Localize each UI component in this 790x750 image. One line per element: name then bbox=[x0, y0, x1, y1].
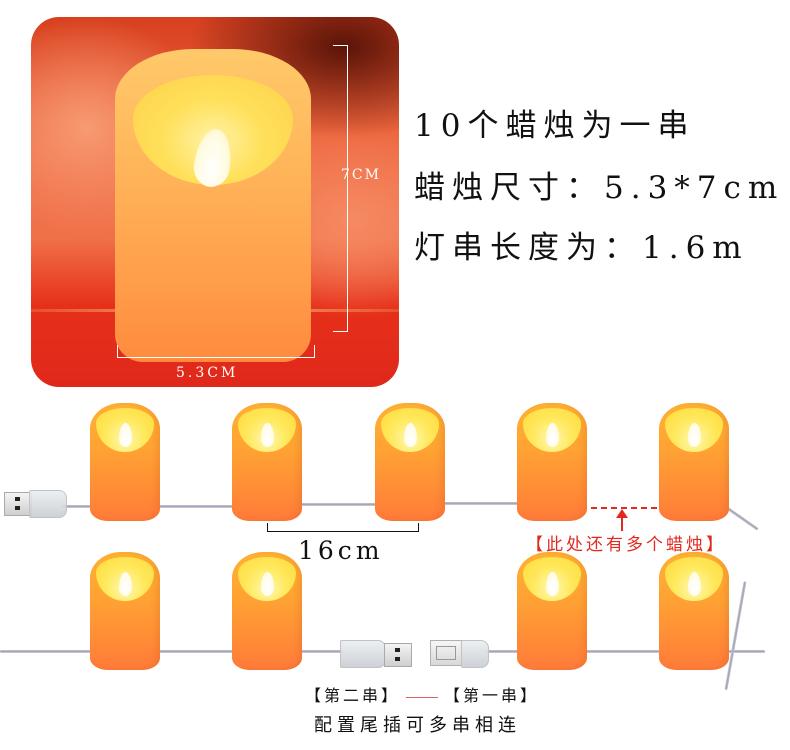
wire bbox=[298, 650, 343, 653]
spec-candles-per-string: 10个蜡烛为一串 bbox=[414, 108, 696, 144]
candle-icon bbox=[90, 403, 160, 521]
wire bbox=[0, 650, 95, 653]
wire bbox=[155, 505, 240, 508]
more-candles-dashed-line bbox=[591, 507, 657, 509]
candle-icon bbox=[375, 403, 445, 521]
arrow-shaft bbox=[621, 515, 623, 531]
usb-connector-body bbox=[340, 640, 386, 668]
height-dimension-line bbox=[347, 45, 348, 332]
wire bbox=[582, 650, 667, 653]
wire bbox=[155, 650, 240, 653]
usb-connector-body bbox=[29, 490, 67, 518]
height-dimension-bottom-tick bbox=[333, 331, 347, 332]
usb-socket-icon bbox=[430, 640, 462, 666]
wire bbox=[725, 650, 765, 653]
spacing-label: 16cm bbox=[298, 536, 384, 565]
config-note: 配置尾插可多串相连 bbox=[314, 715, 521, 736]
connection-note: 【第二串】 【第一串】 bbox=[305, 682, 539, 706]
candle-icon bbox=[517, 552, 587, 670]
usb-plug-icon bbox=[4, 492, 32, 516]
height-label: 7CM bbox=[341, 167, 381, 183]
wire bbox=[440, 502, 525, 505]
wire bbox=[724, 505, 759, 531]
connect-arrows-icon bbox=[400, 690, 444, 704]
hero-candle bbox=[115, 49, 311, 362]
candle-icon bbox=[232, 552, 302, 670]
candle-icon bbox=[659, 403, 729, 521]
second-string-label: 【第二串】 bbox=[305, 686, 401, 705]
first-string-label: 【第一串】 bbox=[444, 686, 540, 705]
spacing-bracket bbox=[267, 523, 419, 532]
wire bbox=[62, 505, 102, 508]
wire bbox=[485, 650, 525, 653]
height-dimension-top-tick bbox=[333, 45, 347, 46]
candle-icon bbox=[90, 552, 160, 670]
usb-plug-icon bbox=[384, 643, 412, 667]
candle-icon bbox=[232, 403, 302, 521]
hero-product-photo: 7CM 5.3CM bbox=[31, 17, 399, 387]
width-dimension-bracket bbox=[117, 345, 315, 358]
wire bbox=[298, 503, 383, 506]
candle-icon bbox=[517, 403, 587, 521]
arrow-up-icon bbox=[616, 509, 628, 518]
usb-connector-body bbox=[461, 640, 489, 668]
candle-icon bbox=[659, 552, 729, 670]
more-candles-note: 【此处还有多个蜡烛】 bbox=[526, 535, 726, 555]
spec-candle-size: 蜡烛尺寸：5.3*7cm bbox=[414, 170, 785, 206]
spec-string-length: 灯串长度为：1.6m bbox=[414, 230, 749, 266]
width-label: 5.3CM bbox=[176, 365, 239, 381]
